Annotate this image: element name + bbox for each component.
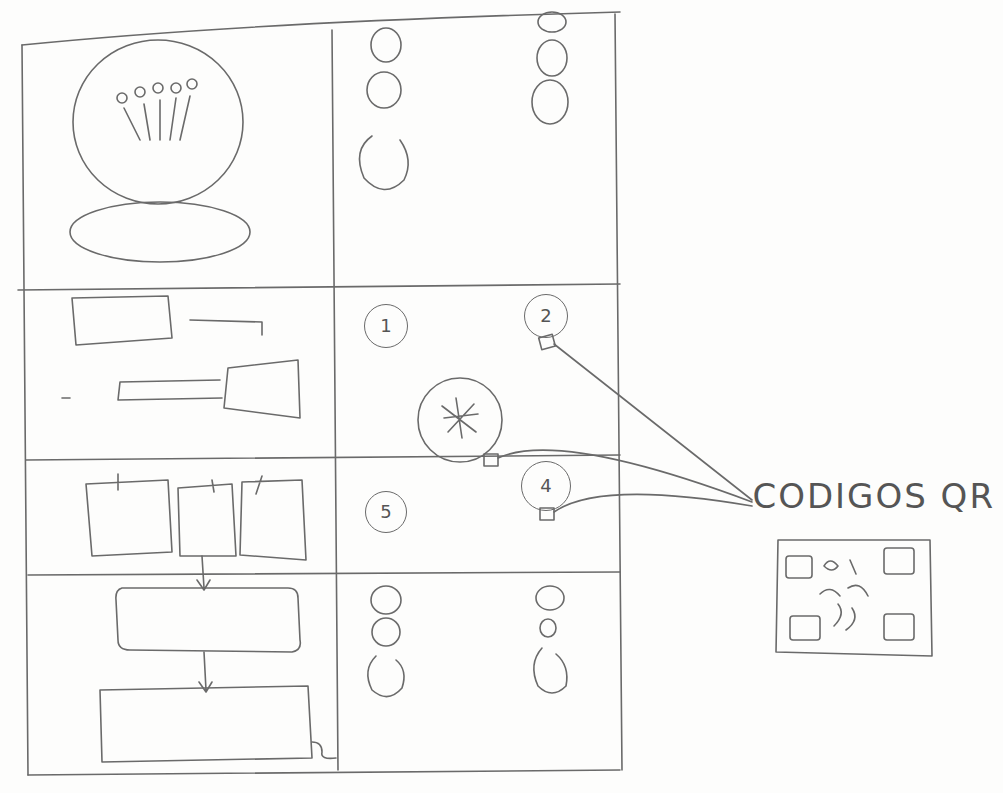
row-divider [18, 284, 620, 290]
qr-marker [539, 334, 556, 349]
qr-corner [884, 614, 914, 640]
card-shape [72, 296, 172, 345]
globe-dot [187, 79, 197, 89]
leader-line [554, 494, 752, 512]
circle-number: 2 [540, 307, 551, 325]
callout-label: CODIGOS QR [752, 478, 995, 515]
small-circle [360, 136, 409, 190]
numbered-circle: 4 [521, 461, 571, 511]
circle-number: 5 [380, 503, 391, 521]
qr-marker [484, 454, 498, 466]
qr-marker [540, 508, 554, 520]
card-shape [190, 320, 262, 335]
globe-dot [153, 83, 163, 93]
card-shape [240, 476, 306, 560]
small-circle [536, 586, 564, 610]
small-circle [372, 618, 400, 646]
small-circle [368, 656, 404, 697]
numbered-circle: 5 [365, 491, 407, 533]
globe-dot [135, 87, 145, 97]
column-divider [332, 30, 338, 770]
flow-arrow [197, 556, 210, 590]
small-circle [371, 28, 401, 62]
globe-circle [73, 40, 243, 204]
crossed-circle [418, 378, 502, 462]
row-divider [26, 455, 620, 460]
small-circle [371, 586, 401, 614]
wide-box [100, 686, 312, 762]
small-circle [532, 80, 568, 124]
small-circle [537, 40, 567, 76]
numbered-circle: 2 [524, 294, 568, 338]
frame-bottom [28, 770, 620, 775]
globe-dot [117, 93, 127, 103]
frame-top [22, 12, 620, 45]
globe-base [70, 202, 250, 262]
circle-number: 1 [380, 317, 391, 335]
leader-line [554, 344, 752, 500]
card-shape [224, 360, 300, 418]
card-shape [178, 480, 236, 556]
numbered-circle: 1 [364, 304, 408, 348]
qr-corner [790, 616, 820, 640]
card-shape [86, 474, 172, 556]
qr-corner [786, 556, 812, 578]
scribble [442, 398, 478, 438]
bracket [312, 742, 336, 758]
qr-corner [884, 548, 914, 574]
card-shape [118, 380, 222, 400]
globe-dot [171, 83, 181, 93]
dash-mark [62, 397, 70, 399]
row-divider [28, 572, 620, 575]
wide-box [116, 588, 300, 652]
qr-scribble [820, 560, 868, 630]
small-circle [540, 619, 556, 637]
small-circle [534, 648, 567, 693]
circle-number: 4 [540, 477, 551, 495]
small-circle [538, 12, 566, 32]
globe-stroke [124, 96, 190, 140]
qr-code [776, 540, 932, 656]
flow-arrow [199, 652, 212, 692]
small-circle [367, 72, 401, 108]
frame-left [22, 45, 28, 775]
